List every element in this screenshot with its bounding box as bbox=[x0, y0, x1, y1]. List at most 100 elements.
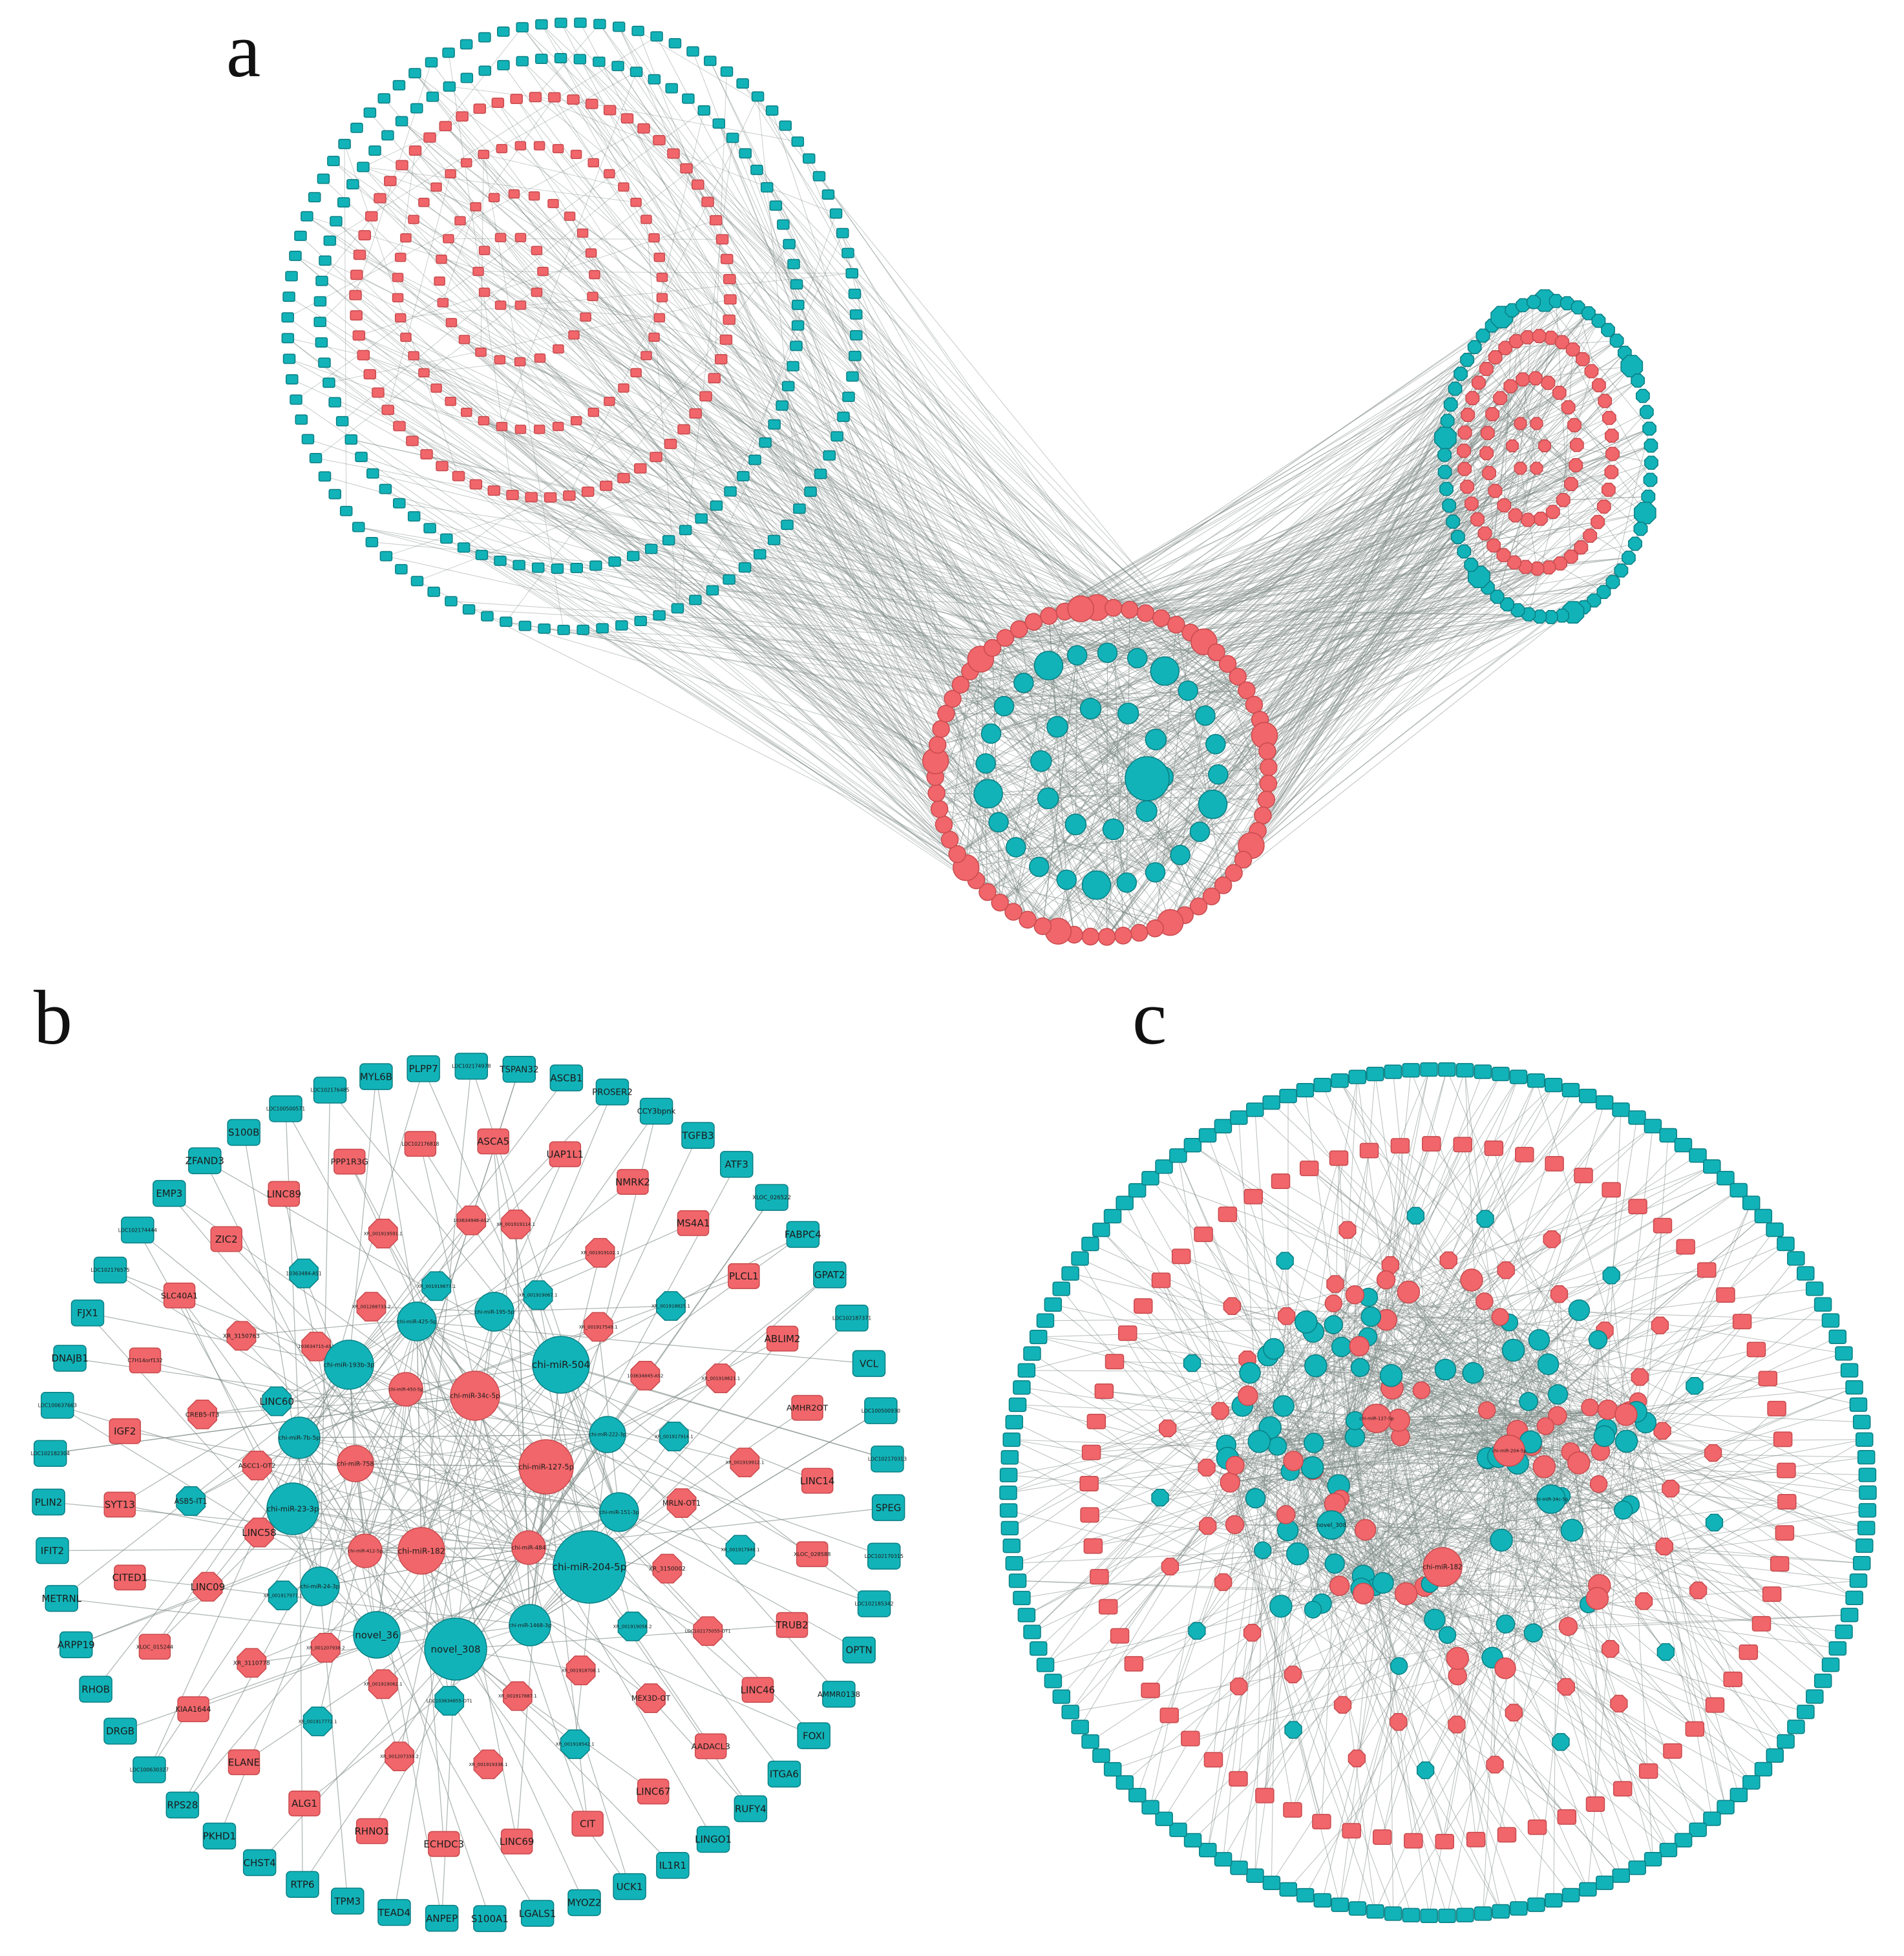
node-label: LOC102176818 bbox=[401, 1141, 439, 1147]
panel-a-lncrna-node bbox=[586, 249, 597, 257]
panel-a-circrna-node bbox=[1585, 364, 1598, 377]
edge bbox=[517, 1467, 546, 1842]
node-label: XR_001288733.2 bbox=[352, 1305, 391, 1310]
panel-c-circrna-node bbox=[1477, 1210, 1494, 1227]
panel-a-circrna-node bbox=[1472, 376, 1485, 389]
panel-c-mrna-node bbox=[1125, 1657, 1143, 1671]
panel-a-lncrna-node bbox=[717, 235, 728, 244]
panel-a-lncrna-node bbox=[538, 268, 548, 276]
panel-c-mrna-node bbox=[1099, 1599, 1117, 1614]
panel-a-lncrna-node bbox=[494, 355, 505, 364]
panel-a-mirna-node bbox=[1245, 697, 1262, 713]
panel-c-mrna-node bbox=[1777, 1237, 1794, 1251]
edge bbox=[402, 121, 1147, 779]
panel-c-mirna-node bbox=[1559, 1617, 1577, 1635]
panel-a-mrna-node bbox=[770, 201, 781, 210]
panel-a-mirna-node bbox=[1153, 610, 1170, 627]
node-label: KIAA1644 bbox=[176, 1705, 211, 1714]
panel-a-mrna-node bbox=[794, 504, 805, 513]
panel-c-mrna-node bbox=[1454, 1137, 1472, 1152]
panel-b-circrna-node: LOC102175055-OT1 bbox=[685, 1617, 731, 1645]
edge bbox=[1293, 1588, 1361, 1810]
panel-a-mrna-node bbox=[369, 146, 381, 155]
panel-c-mrna-node bbox=[1856, 1433, 1873, 1446]
node-label: chi-miR-412-5p bbox=[348, 1548, 383, 1553]
panel-a-mirna-node bbox=[1105, 600, 1122, 616]
panel-c-mirna-node bbox=[1226, 1516, 1244, 1534]
panel-a-mirna-node bbox=[942, 831, 958, 848]
panel-a-mirna-node bbox=[1068, 596, 1094, 622]
panel-c-mirna-node bbox=[1548, 1385, 1567, 1404]
panel-a-circrna-node bbox=[1527, 295, 1540, 308]
panel-a-mirna-node bbox=[938, 705, 955, 722]
panel-c-mrna-node bbox=[1105, 1763, 1121, 1776]
panel-a-lncrna-node bbox=[439, 121, 451, 131]
panel-b-mrna-node: LOC102170313 bbox=[868, 1446, 907, 1472]
panel-b-mrna-node: IL1R1 bbox=[657, 1853, 689, 1878]
panel-a-lncrna-node bbox=[421, 450, 432, 459]
panel-c-mrna-node bbox=[1229, 1772, 1247, 1786]
panel-a-mrna-node bbox=[519, 621, 531, 630]
panel-a-lncrna-node bbox=[353, 331, 365, 340]
node-label: LINC60 bbox=[259, 1396, 294, 1407]
panel-b-mrna-node: C7H14orf132 bbox=[127, 1348, 162, 1372]
panel-a-mirna-node bbox=[1082, 928, 1099, 945]
edge bbox=[449, 238, 723, 239]
panel-a-circrna-node bbox=[1603, 412, 1616, 425]
panel-c-mrna-node bbox=[1391, 1139, 1409, 1153]
node-label: LINC69 bbox=[500, 1836, 534, 1847]
panel-a-lncrna-node bbox=[459, 335, 469, 344]
panel-a-mirna-node bbox=[974, 779, 1002, 808]
panel-a-lncrna-node bbox=[515, 301, 525, 310]
panel-a-circrna-node bbox=[1622, 551, 1635, 564]
panel-a-mrna-node bbox=[494, 556, 506, 565]
panel-a-mirna-node bbox=[1034, 918, 1051, 934]
panel-a-mrna-node bbox=[725, 487, 736, 496]
node-label: FABPC4 bbox=[785, 1229, 821, 1241]
panel-a-mrna-node bbox=[632, 26, 644, 36]
panel-b-mirna-hub: chi-miR-450-5p bbox=[388, 1372, 423, 1406]
panel-c-mrna-node bbox=[1774, 1432, 1792, 1446]
panel-a-mrna-node bbox=[443, 82, 455, 91]
panel-b-mirna-hub: novel_308 bbox=[425, 1618, 487, 1680]
panel-a-mrna-node bbox=[597, 624, 608, 633]
panel-c-mrna-node bbox=[1044, 1674, 1061, 1688]
panel-a-lncrna-node bbox=[401, 234, 411, 242]
panel-c-mrna-node bbox=[1367, 1905, 1384, 1919]
panel-b-mrna-node: RHNO1 bbox=[355, 1819, 390, 1844]
panel-c-mrna-node bbox=[1629, 1199, 1647, 1214]
panel-a-mirna-node bbox=[1254, 807, 1271, 824]
panel-c-mrna-node bbox=[1385, 1907, 1402, 1920]
panel-c-mrna-node bbox=[1141, 1683, 1159, 1698]
panel-a-lncrna-node bbox=[700, 392, 712, 401]
panel-a-mrna-node bbox=[286, 375, 298, 384]
panel-c-mrna-node bbox=[1596, 1096, 1613, 1109]
panel-a-mrna-node bbox=[286, 271, 297, 280]
panel-c-mirna-node bbox=[1277, 1506, 1295, 1524]
panel-a-lncrna-node bbox=[407, 436, 418, 445]
panel-c-mrna-node bbox=[1739, 1645, 1757, 1659]
panel-a-lncrna-node bbox=[515, 358, 525, 366]
panel-a-mrna-node bbox=[302, 434, 313, 443]
panel-label-a: a bbox=[226, 12, 260, 89]
node-label: TRUB2 bbox=[775, 1619, 808, 1631]
edge bbox=[1333, 1069, 1429, 1303]
panel-a-lncrna-node bbox=[424, 133, 436, 142]
panel-a-lncrna-node bbox=[396, 313, 406, 322]
panel-c-mirna-node bbox=[1594, 1426, 1614, 1447]
node-label: LOC102174978 bbox=[452, 1064, 491, 1069]
panel-a-mirna-node bbox=[1190, 822, 1209, 841]
panel-b-mirna-hub: chi-miR-151-3p bbox=[599, 1493, 639, 1531]
panel-c-mirna-node bbox=[1528, 1330, 1549, 1351]
panel-c-mrna-node bbox=[1752, 1617, 1770, 1631]
panel-c-mirna-node bbox=[1226, 1456, 1244, 1475]
panel-b-mrna-node: UAP1L1 bbox=[546, 1142, 584, 1166]
panel-c-mirna-node bbox=[1330, 1576, 1349, 1595]
panel-a-circrna-node bbox=[1441, 414, 1454, 427]
edge bbox=[424, 362, 520, 373]
panel-c-mrna-node bbox=[1859, 1504, 1876, 1517]
panel-c-mrna-node bbox=[1457, 1908, 1474, 1922]
panel-a-mrna-node bbox=[590, 561, 602, 570]
panel-c-mrna-node bbox=[1528, 1898, 1545, 1911]
